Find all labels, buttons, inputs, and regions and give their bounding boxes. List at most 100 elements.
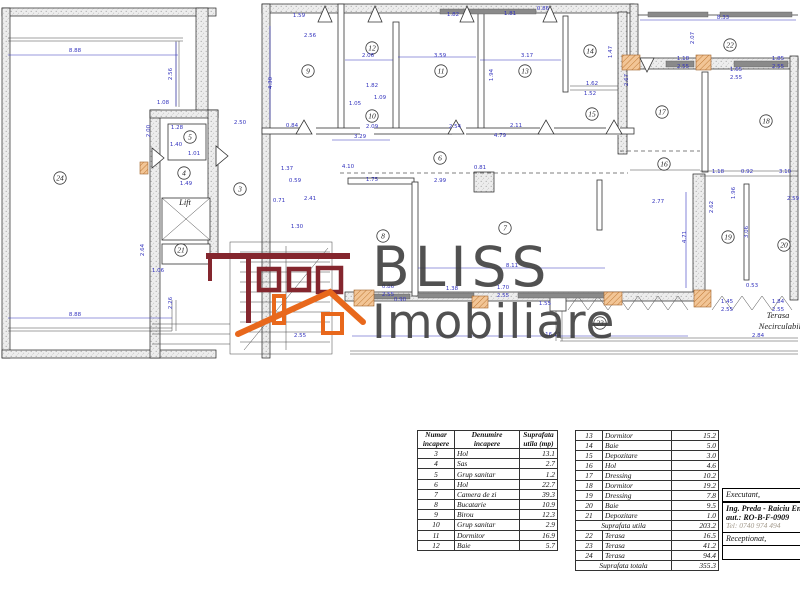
- room-number-text: 6: [438, 154, 442, 163]
- dimension-label: 2.59: [787, 196, 800, 202]
- dimension-label: 2.11: [510, 123, 522, 129]
- dimension-label: 1.30: [291, 224, 304, 230]
- dimension-label: 2.55: [772, 307, 785, 313]
- dimension-label: 0.84: [286, 123, 299, 129]
- room-number-cell: 15: [575, 450, 603, 461]
- dimension-label: 1.85: [772, 56, 785, 62]
- room-number-text: 21: [177, 246, 185, 255]
- room-area-cell: 3.0: [671, 450, 719, 461]
- room-name-cell: Baie: [602, 440, 672, 451]
- room-number-text: 4: [182, 169, 186, 178]
- dimension-label: 1.38: [446, 286, 459, 292]
- room-number-text: 24: [56, 174, 64, 183]
- dimension-label: 1.47: [608, 45, 614, 58]
- room-name-cell: Camera de zi: [454, 488, 520, 500]
- dimension-label: 1.28: [171, 125, 184, 131]
- room-number-text: 14: [586, 47, 594, 56]
- table-header: Numar incapere: [417, 429, 455, 450]
- dimension-label: 0.90: [394, 297, 407, 303]
- room-name-cell: Grup sanitar: [454, 468, 520, 480]
- dimension-label: 2.09: [366, 124, 379, 130]
- receptionat-label: Receptionat,: [723, 533, 800, 546]
- dimension-label: 0.71: [273, 198, 285, 204]
- room-number-text: 15: [588, 110, 596, 119]
- dimension-label: 1.59: [293, 13, 306, 19]
- room-name-cell: Sas: [454, 458, 520, 470]
- room-number-cell: 20: [575, 500, 603, 511]
- room-name-cell: Dressing: [602, 490, 672, 501]
- room-name-cell: Birou: [454, 509, 520, 521]
- logo-maroon-bars: [206, 253, 350, 323]
- engineer-name: Ing. Preda - Raiciu En: [726, 504, 800, 513]
- room-number-text: 16: [660, 160, 668, 169]
- room-number-text: 10: [368, 112, 376, 121]
- engineer-block: Ing. Preda - Raiciu En aut.: RO-B-F-0909…: [723, 503, 800, 533]
- room-area-cell: 5.0: [671, 440, 719, 451]
- room-area-cell: 39.3: [519, 488, 558, 500]
- dimension-label: 2.55: [772, 64, 785, 70]
- room-name-cell: Dormitor: [602, 430, 672, 441]
- room-number-cell: 17: [575, 470, 603, 481]
- dimension-label: 0.86: [537, 6, 550, 12]
- room-number: 7: [498, 221, 512, 235]
- summary-value: 203.2: [671, 520, 719, 531]
- dimension-label: 8.11: [506, 263, 518, 269]
- dimension-label: 0.53: [746, 283, 759, 289]
- dimension-label: 8.88: [69, 48, 82, 54]
- room-number: 9: [301, 64, 315, 78]
- room-number: 17: [655, 105, 669, 119]
- room-number-text: 3: [237, 185, 242, 194]
- dimension-label: 4.10: [342, 164, 355, 170]
- dimension-label: 2.56: [304, 33, 317, 39]
- dimension-label: 2.84: [752, 333, 765, 339]
- room-area-cell: 2.7: [519, 458, 558, 470]
- room-number: 6: [433, 151, 447, 165]
- room-name-cell: Dormitor: [454, 529, 520, 541]
- dimension-label: 1.08: [157, 100, 170, 106]
- dimension-label: 1.52: [584, 91, 596, 97]
- walls-partition: [261, 3, 798, 297]
- room-number-text: 23: [596, 319, 604, 328]
- room-number: 22: [723, 38, 737, 52]
- room-number-text: 12: [368, 44, 376, 53]
- dimension-label: 2.99: [434, 178, 447, 184]
- room-number: 15: [585, 107, 599, 121]
- dimension-label: 2.67: [624, 73, 630, 86]
- dimension-label: 2.00: [146, 124, 152, 137]
- room-number-cell: 21: [575, 510, 603, 521]
- dimension-label: 2.62: [709, 201, 715, 213]
- table-header: Denumire incapere: [454, 429, 520, 450]
- room-number: 16: [657, 157, 671, 171]
- dimension-label: 2.55: [382, 292, 395, 298]
- room-number: 3: [233, 182, 247, 196]
- summary-value: 355.3: [671, 560, 719, 571]
- room-number-text: 8: [381, 232, 385, 241]
- room-number-text: 9: [306, 67, 310, 76]
- dimension-label: 1.37: [281, 166, 294, 172]
- room-area-cell: 2.9: [519, 519, 558, 531]
- room-number: 10: [365, 109, 379, 123]
- logo-roof: [235, 288, 366, 337]
- dimension-label: 2.55: [497, 293, 510, 299]
- dimension-label: 1.18: [712, 169, 725, 175]
- room-number-cell: 8: [417, 498, 455, 511]
- dimension-label: 4.71: [682, 231, 688, 243]
- dimension-label: 3.17: [521, 53, 534, 59]
- room-area-cell: 41.2: [671, 540, 719, 551]
- dimension-label: 1.09: [374, 95, 387, 101]
- room-name-cell: Bucatarie: [454, 498, 520, 511]
- room-number: 4: [177, 166, 191, 180]
